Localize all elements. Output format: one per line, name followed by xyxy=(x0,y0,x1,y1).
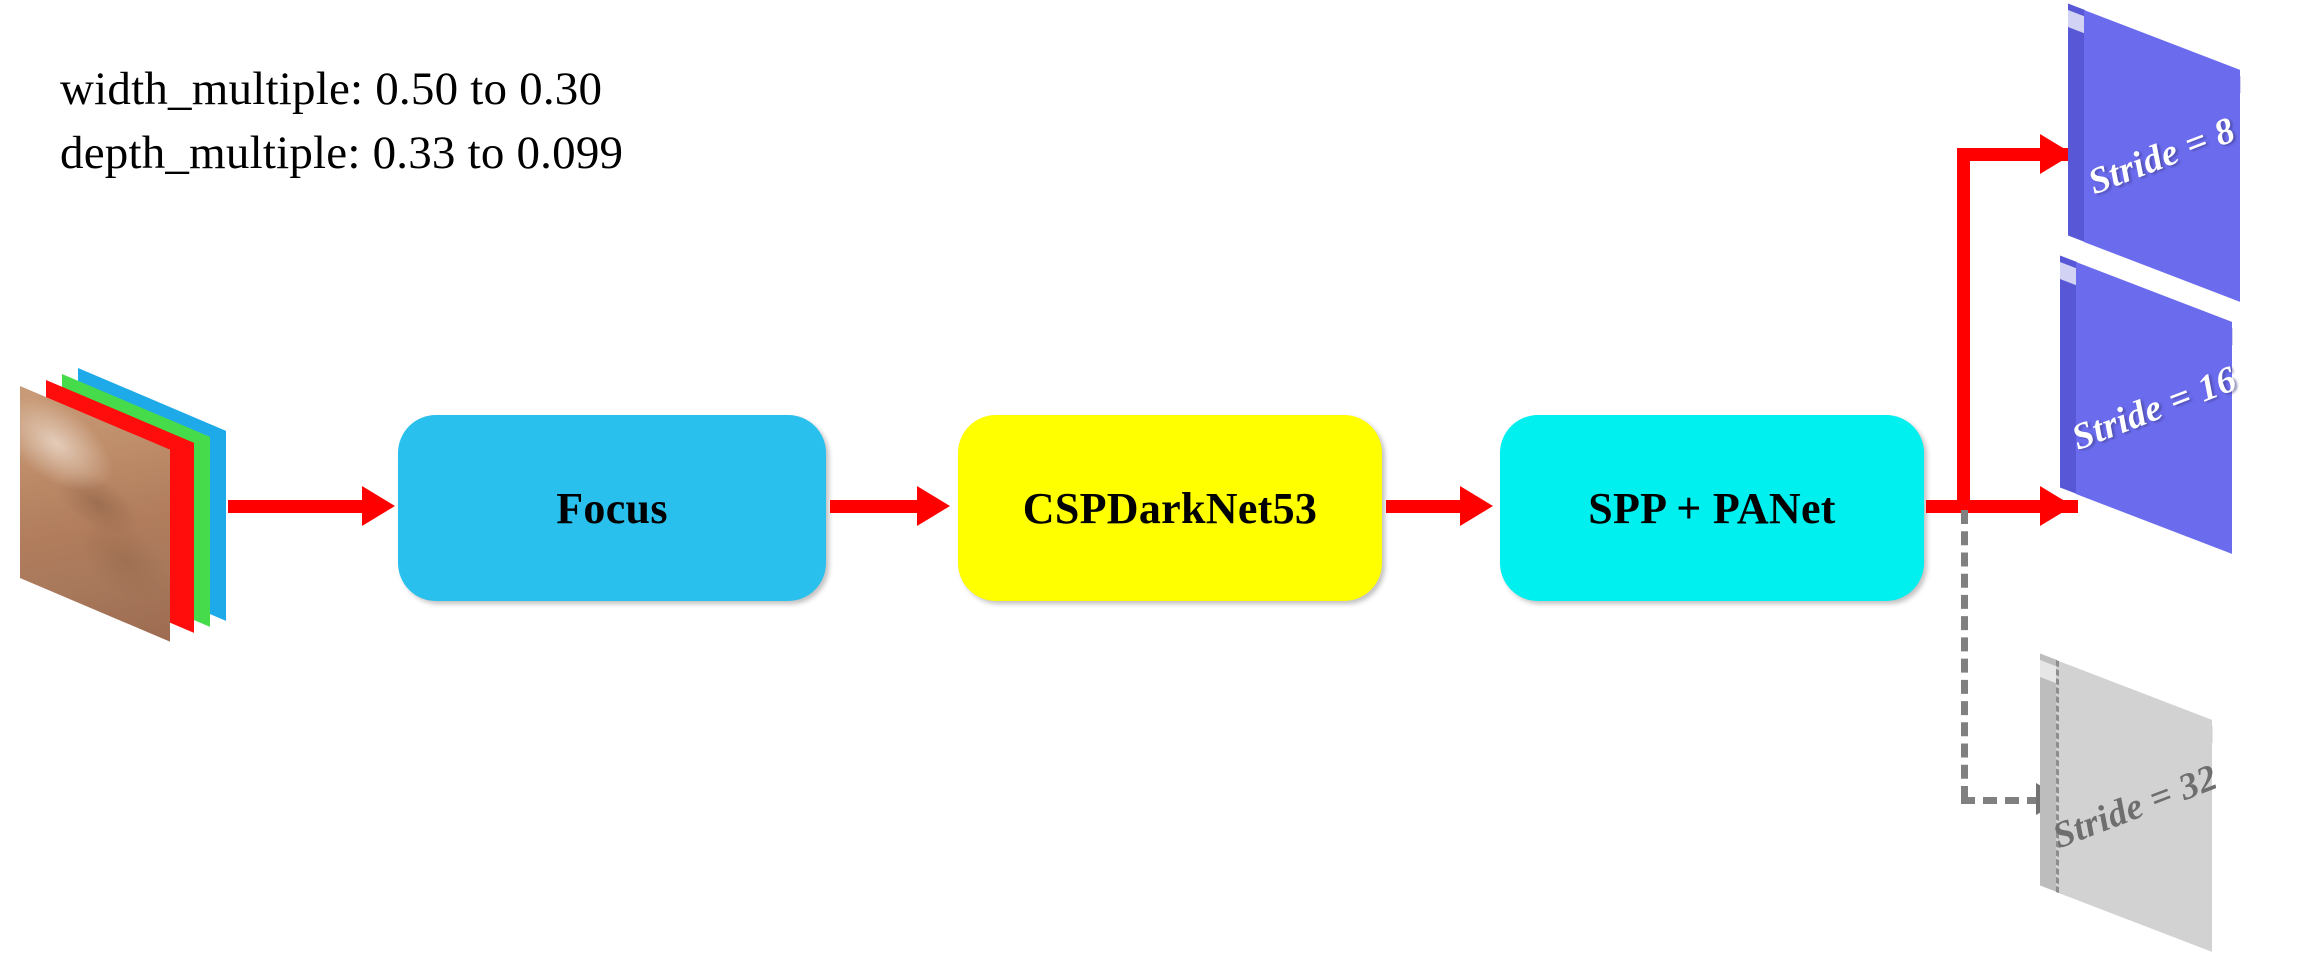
slab-side-stride-8 xyxy=(2068,3,2085,243)
output-slab-stride-32[interactable]: Stride = 32 xyxy=(2040,653,2223,952)
slab-face-stride-32: Stride = 32 xyxy=(2048,660,2223,952)
arrow-input-to-focus-line xyxy=(228,500,368,513)
slab-face-stride-8: Stride = 8 xyxy=(2082,10,2242,302)
slab-side-stride-32 xyxy=(2040,653,2057,892)
stage-box-spp-panet[interactable]: SPP + PANet xyxy=(1500,415,1924,601)
output-label-stride-8: Stride = 8 xyxy=(2082,109,2242,203)
output-slab-stride-16[interactable]: Stride = 16 xyxy=(2060,255,2242,554)
arrow-input-to-focus-head xyxy=(362,486,395,526)
output-label-stride-32: Stride = 32 xyxy=(2047,756,2224,857)
arrow-focus-to-cspdarknet-line xyxy=(830,500,922,513)
slab-face-stride-16: Stride = 16 xyxy=(2066,262,2242,554)
stage-box-cspdarknet53[interactable]: CSPDarkNet53 xyxy=(958,415,1382,601)
dashed-arrow-to-stride32-line xyxy=(1961,797,2041,804)
input-image-stack xyxy=(12,352,262,642)
stage-box-focus[interactable]: Focus xyxy=(398,415,826,601)
arrow-spp-to-stride8-riser xyxy=(1957,148,1970,508)
arrow-spp-to-stride8-head xyxy=(2040,134,2073,174)
stage-label-focus: Focus xyxy=(556,483,668,533)
output-slab-stride-8[interactable]: Stride = 8 xyxy=(2068,3,2241,302)
annotation-width-multiple: width_multiple: 0.50 to 0.30 xyxy=(60,63,603,115)
arrow-spp-to-stride16-head xyxy=(2040,486,2073,526)
arrow-focus-to-cspdarknet-head xyxy=(917,486,950,526)
stage-label-cspdarknet53: CSPDarkNet53 xyxy=(1022,483,1318,533)
slab-side-stride-16 xyxy=(2060,255,2077,494)
annotation-depth-multiple: depth_multiple: 0.33 to 0.099 xyxy=(60,127,624,179)
dashed-arrow-to-stride32-riser xyxy=(1961,510,1968,800)
output-label-stride-16: Stride = 16 xyxy=(2066,357,2242,459)
stage-label-spp-panet: SPP + PANet xyxy=(1588,483,1836,533)
arrow-cspdarknet-to-spp-line xyxy=(1386,500,1466,513)
arrow-cspdarknet-to-spp-head xyxy=(1460,486,1493,526)
